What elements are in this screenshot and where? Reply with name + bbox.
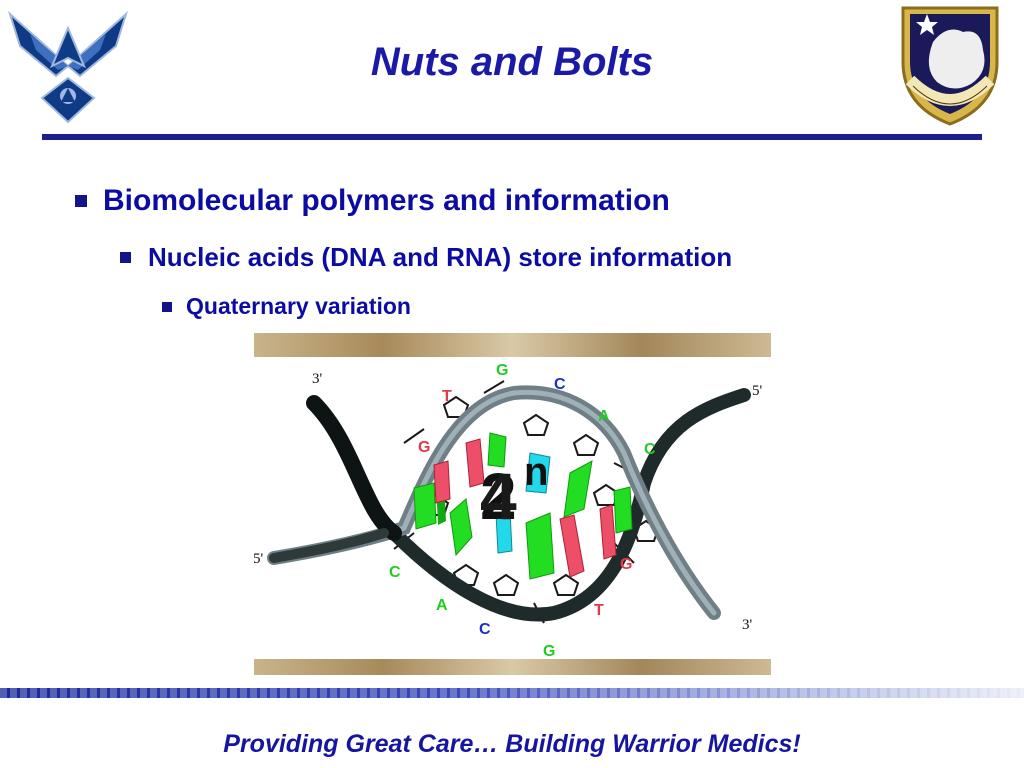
base-label-c: C xyxy=(389,564,401,581)
title-rule xyxy=(42,134,982,140)
bullet-square-icon xyxy=(120,252,131,263)
strand-end-label: 5' xyxy=(254,551,264,567)
wood-border-top xyxy=(254,333,771,357)
bullet-level-2: Nucleic acids (DNA and RNA) store inform… xyxy=(120,242,732,273)
overlay-digit-back: 2 xyxy=(480,459,517,533)
bullet-square-icon xyxy=(75,195,87,207)
air-force-wings-icon xyxy=(7,10,129,124)
strand-end-label: 3' xyxy=(742,617,753,633)
medical-wing-shield-icon xyxy=(901,6,999,126)
decorative-bar xyxy=(0,688,1024,698)
base-label-g: G xyxy=(496,362,508,379)
strand-end-label: 3' xyxy=(312,371,323,387)
bullet-text: Quaternary variation xyxy=(186,293,411,319)
bullet-square-icon xyxy=(162,301,172,312)
base-label-a: A xyxy=(436,597,448,614)
slide-footer: Providing Great Care… Building Warrior M… xyxy=(223,730,801,758)
base-label-g: G xyxy=(543,643,555,660)
bullet-text: Nucleic acids (DNA and RNA) store inform… xyxy=(148,242,733,272)
base-label-a: A xyxy=(598,408,610,425)
base-label-c: C xyxy=(479,621,491,638)
strand-end-label: 5' xyxy=(752,383,763,399)
base-label-c: C xyxy=(644,441,656,458)
bullet-text: Biomolecular polymers and information xyxy=(103,184,670,217)
slide-title: Nuts and Bolts xyxy=(370,40,654,84)
base-pair-blocks xyxy=(413,432,633,580)
wood-border-bottom xyxy=(254,659,771,675)
bullet-level-3: Quaternary variation xyxy=(162,293,411,320)
dna-double-helix-figure: 3' 5' 5' 3' G C T A G C C G A T C G 2 4 … xyxy=(254,333,771,675)
overlay-exponent: n xyxy=(524,450,548,494)
base-label-g: G xyxy=(620,556,632,573)
base-label-t: T xyxy=(442,388,452,405)
base-label-g: G xyxy=(418,439,430,456)
bullet-level-1: Biomolecular polymers and information xyxy=(75,184,670,218)
base-label-c: C xyxy=(554,376,566,393)
base-label-t: T xyxy=(594,602,604,619)
overlay-digit-front: 4 xyxy=(480,459,517,533)
